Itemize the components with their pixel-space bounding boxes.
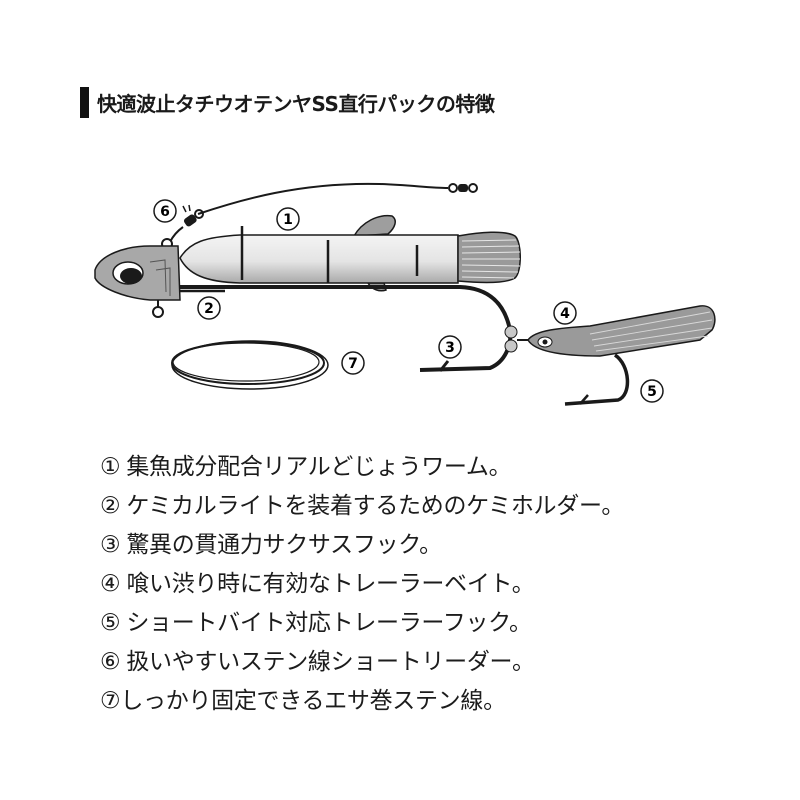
label-6: 6	[153, 199, 177, 223]
feature-number: ③	[100, 532, 121, 558]
svg-text:4: 4	[560, 306, 570, 322]
feature-text: ケミカルライトを装着するためのケミホルダー。	[126, 493, 625, 519]
feature-number: ②	[100, 493, 121, 519]
tenya-head	[94, 245, 181, 318]
wire-coil	[171, 340, 329, 390]
feature-number: ①	[100, 454, 121, 480]
label-2: 2	[197, 296, 221, 320]
worm	[179, 226, 521, 284]
label-4: 4	[553, 301, 577, 325]
feature-text: 喰い渋り時に有効なトレーラーベイト。	[126, 571, 535, 597]
feature-text: しっかり固定できるエサ巻ステン線。	[120, 688, 506, 714]
feature-number: ④	[100, 571, 121, 597]
trailer-bait	[527, 305, 716, 357]
svg-text:3: 3	[445, 340, 455, 356]
label-7: 7	[341, 351, 365, 375]
feature-text: 驚異の貫通力サクサスフック。	[126, 532, 442, 558]
svg-text:1: 1	[283, 212, 293, 228]
feature-item-7: ⑦しっかり固定できるエサ巻ステン線。	[100, 682, 624, 721]
feature-number: ⑦	[100, 688, 121, 714]
feature-text: 集魚成分配合リアルどじょうワーム。	[126, 454, 512, 480]
feature-number: ⑥	[100, 649, 121, 675]
tenya-rig-illustration: 6 1 2 4 3 7 5	[94, 182, 716, 406]
trailer-hook	[564, 353, 630, 406]
svg-text:5: 5	[647, 384, 657, 400]
label-3: 3	[438, 335, 462, 359]
svg-text:2: 2	[204, 301, 214, 317]
feature-text: ショートバイト対応トレーラーフック。	[126, 610, 532, 636]
feature-text: 扱いやすいステン線ショートリーダー。	[126, 649, 535, 675]
label-1: 1	[276, 207, 300, 231]
label-5: 5	[640, 379, 664, 403]
part-labels: 6 1 2 4 3 7 5	[153, 199, 664, 403]
section-header: 快適波止タチウオテンヤSS直行パックの特徴	[80, 86, 495, 118]
svg-text:6: 6	[160, 204, 170, 220]
page-title: 快適波止タチウオテンヤSS直行パックの特徴	[97, 91, 495, 116]
feature-number: ⑤	[100, 610, 121, 636]
svg-text:7: 7	[348, 356, 358, 372]
title-accent-bar	[80, 86, 89, 118]
